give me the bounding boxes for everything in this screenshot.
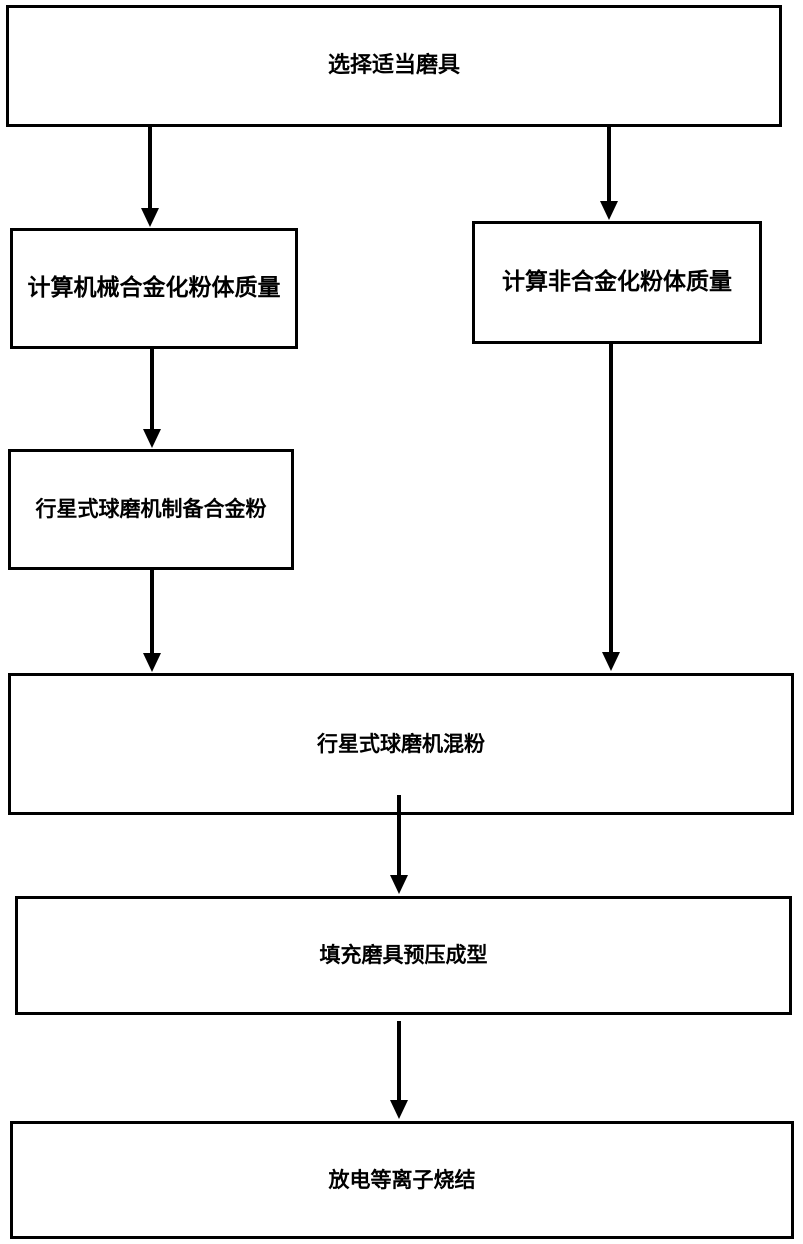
arrow-select-to-nonalloy [600,127,618,220]
node-calc-mech-alloy-label: 计算机械合金化粉体质量 [28,271,281,307]
node-select-mold: 选择适当磨具 [6,5,782,127]
arrow-fill-to-sps [390,1021,408,1119]
node-planetary-prep: 行星式球磨机制备合金粉 [8,449,294,570]
node-fill-press-label: 填充磨具预压成型 [320,939,488,972]
node-fill-press: 填充磨具预压成型 [15,896,792,1015]
node-sps-sinter-label: 放电等离子烧结 [329,1164,476,1197]
node-planetary-mix: 行星式球磨机混粉 [8,673,794,815]
node-calc-non-alloy: 计算非合金化粉体质量 [472,221,762,344]
arrow-select-to-mech [141,127,159,227]
node-planetary-mix-label: 行星式球磨机混粉 [317,728,485,761]
arrow-prep-to-mix [143,570,161,672]
node-calc-non-alloy-label: 计算非合金化粉体质量 [502,265,732,301]
arrow-mech-to-prep [143,349,161,448]
node-calc-mech-alloy: 计算机械合金化粉体质量 [10,228,298,349]
arrow-nonalloy-to-mix [602,344,620,671]
node-select-mold-label: 选择适当磨具 [328,49,460,83]
node-planetary-prep-label: 行星式球磨机制备合金粉 [36,493,267,526]
node-sps-sinter: 放电等离子烧结 [10,1121,794,1239]
